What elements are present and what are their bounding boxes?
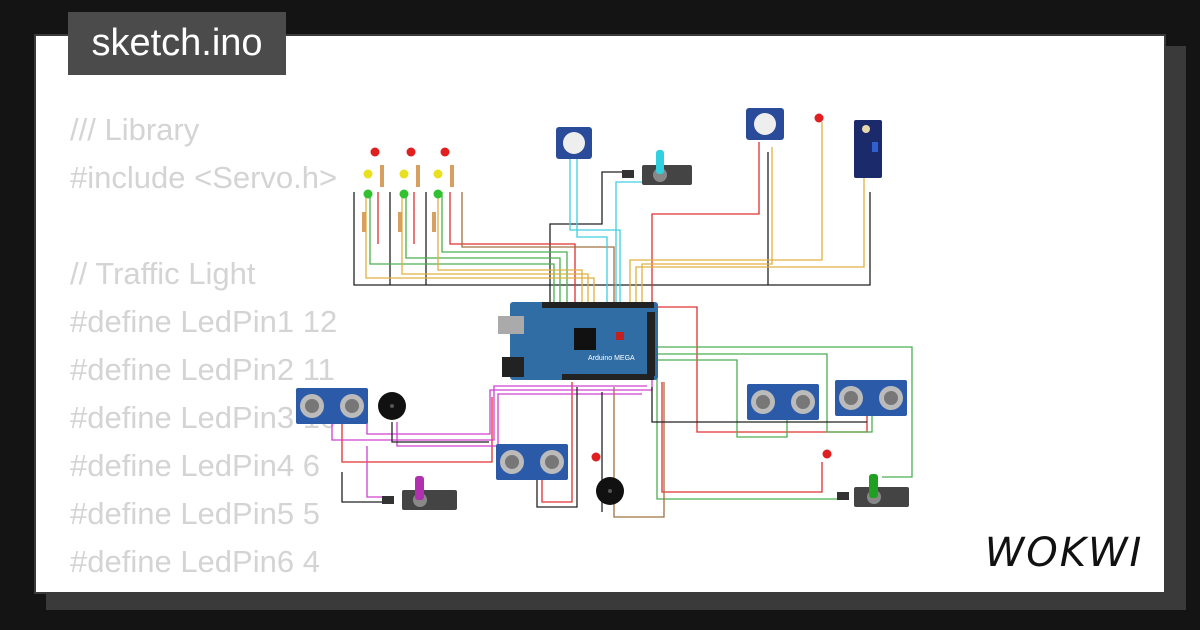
code-line-9: #define LedPin5 5: [70, 496, 320, 531]
traffic-light-1: [362, 147, 384, 232]
code-line-6: #define LedPin2 11: [70, 352, 335, 387]
ultrasonic-sensor-2: [496, 444, 568, 480]
circuit-diagram: Arduino MEGA: [296, 108, 913, 518]
red-led: [591, 452, 601, 462]
buzzer-1: [378, 392, 406, 420]
code-line-10: #define LedPin6 4: [70, 544, 320, 579]
red-led: [814, 113, 824, 123]
pir-sensor-1: [556, 127, 592, 159]
file-tab: sketch.ino: [68, 12, 286, 75]
wires: [331, 122, 913, 518]
light-sensor-module: [854, 120, 882, 178]
code-line-1: /// Library: [70, 112, 200, 147]
code-line-5: #define LedPin1 12: [70, 304, 338, 339]
red-led: [822, 449, 832, 459]
code-line-7: #define LedPin3 10: [70, 400, 338, 435]
wokwi-logo: WOKWI: [985, 530, 1144, 576]
servo-top: [622, 150, 692, 185]
buzzer-2: [596, 477, 624, 505]
brand-name: WOKWI: [985, 530, 1144, 576]
ultrasonic-sensor-1: [296, 388, 368, 424]
traffic-light-3: [432, 147, 454, 232]
preview-card: /// Library #include <Servo.h> // Traffic …: [34, 34, 1166, 594]
code-line-4: // Traffic Light: [70, 256, 256, 291]
traffic-light-2: [398, 147, 420, 232]
arduino-mega-board: Arduino MEGA: [498, 302, 658, 380]
board-label: Arduino MEGA: [588, 355, 635, 362]
servo-left: [382, 476, 457, 510]
servo-right: [837, 474, 909, 507]
ultrasonic-sensor-4: [835, 380, 907, 416]
code-line-8: #define LedPin4 6: [70, 448, 320, 483]
traffic-lights: [362, 147, 454, 232]
code-line-2: #include <Servo.h>: [70, 160, 338, 195]
code-preview: /// Library #include <Servo.h> // Traffic …: [70, 106, 338, 592]
pir-sensor-2: [746, 108, 784, 140]
ultrasonic-sensor-3: [747, 384, 819, 420]
